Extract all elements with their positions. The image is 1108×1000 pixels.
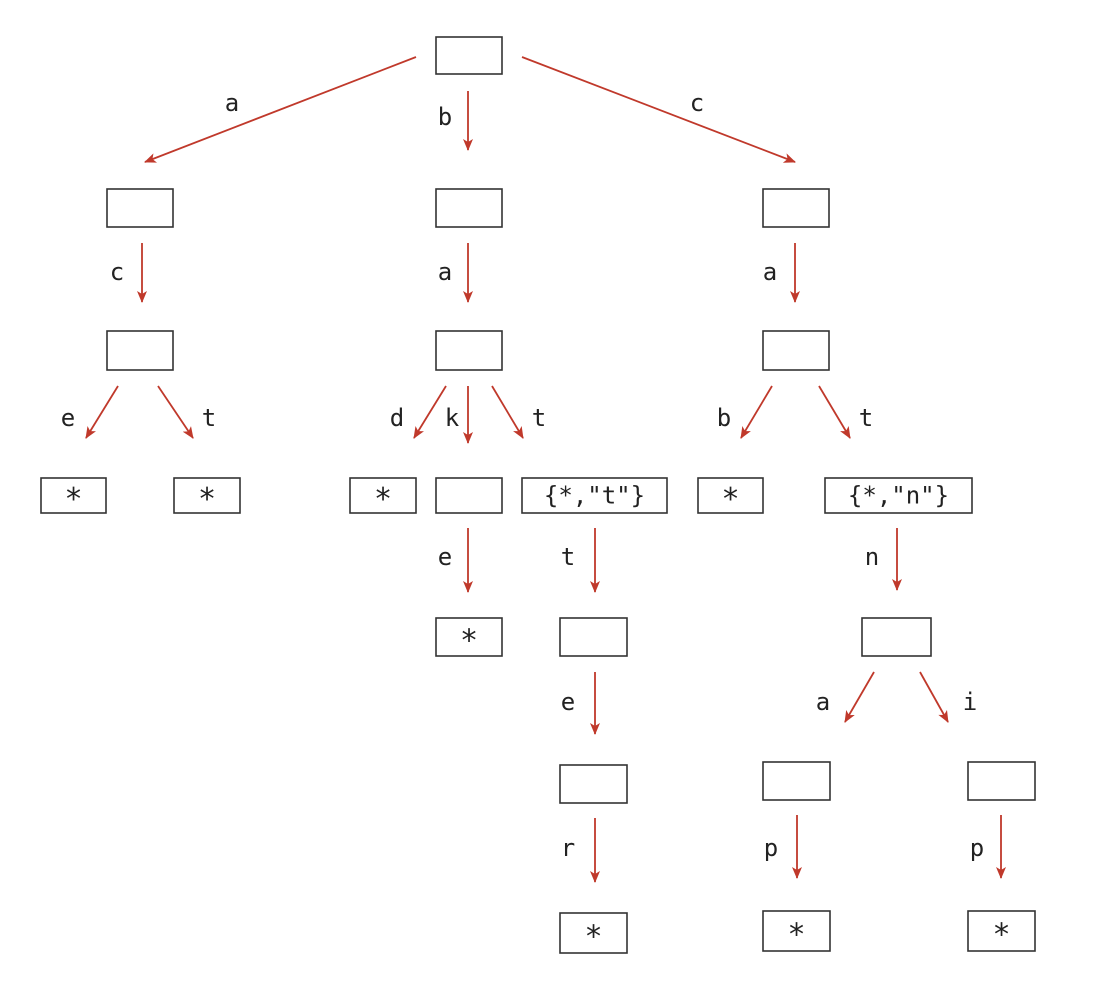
trie-node-batte	[559, 764, 628, 804]
trie-node-act: *	[173, 477, 241, 517]
edge-label-ca-cab: b	[717, 404, 731, 432]
edge-arrow-catn-catni	[919, 671, 949, 723]
edge-arrow-ca-cat	[818, 385, 851, 439]
node-label-catnap: *	[787, 918, 805, 953]
edge-label-c-ca: a	[763, 258, 777, 286]
trie-node-a	[106, 188, 174, 228]
node-box-ac	[106, 330, 174, 371]
node-box-c	[762, 188, 830, 228]
trie-node-ca	[762, 330, 830, 371]
edge-label-batte-batter: r	[561, 834, 575, 862]
node-box-bak	[435, 477, 503, 514]
edge-arrow-root-c	[521, 56, 796, 163]
node-box-catnap	[762, 910, 831, 952]
node-box-batter	[559, 912, 628, 954]
edge-label-bat-batt: t	[561, 543, 575, 571]
trie-node-catni	[967, 761, 1036, 801]
edge-label-root-b: b	[438, 103, 452, 131]
node-label-ace: *	[64, 482, 82, 517]
trie-node-root	[435, 36, 503, 75]
edge-arrow-ba-bat	[491, 385, 524, 439]
trie-node-ace: *	[40, 477, 107, 517]
node-box-b	[435, 188, 503, 228]
edge-arrow-ca-cab	[740, 385, 773, 439]
edge-arrow-root-a	[144, 56, 417, 163]
node-box-cab	[697, 477, 764, 514]
trie-node-cab: *	[697, 477, 764, 517]
node-label-bat: {*,"t"}	[544, 482, 645, 510]
edge-label-catn-catna: a	[816, 688, 830, 716]
node-box-ca	[762, 330, 830, 371]
node-label-bake: *	[460, 624, 478, 659]
edge-label-cat-catn: n	[865, 543, 879, 571]
node-box-bad	[349, 477, 417, 514]
trie-node-c	[762, 188, 830, 228]
node-box-catni	[967, 761, 1036, 801]
edge-label-ba-bad: d	[390, 404, 404, 432]
edge-label-ac-act: t	[202, 404, 216, 432]
edge-label-root-c: c	[690, 89, 704, 117]
edge-label-batt-batte: e	[561, 688, 575, 716]
trie-node-bak	[435, 477, 503, 514]
node-label-cat: {*,"n"}	[848, 482, 949, 510]
edge-label-catn-catni: i	[963, 688, 977, 716]
edge-label-ba-bat: t	[532, 404, 546, 432]
node-box-ba	[435, 330, 503, 371]
edge-label-b-ba: a	[438, 258, 452, 286]
edge-label-root-a: a	[225, 89, 239, 117]
node-box-ace	[40, 477, 107, 514]
edge-arrow-ba-bad	[413, 385, 447, 439]
node-box-catnip	[967, 910, 1036, 952]
edge-label-bak-bake: e	[438, 543, 452, 571]
node-label-catnip: *	[992, 918, 1010, 953]
trie-node-batt	[559, 617, 628, 657]
trie-node-catnap: *	[762, 910, 831, 953]
edge-label-catna-catnap: p	[764, 834, 778, 862]
node-box-catn	[861, 617, 932, 657]
edge-label-catni-catnip: p	[970, 834, 984, 862]
edge-arrow-ac-ace	[85, 385, 119, 439]
edge-label-ac-ace: e	[61, 404, 75, 432]
trie-node-b	[435, 188, 503, 228]
node-box-bat	[521, 477, 668, 514]
edge-label-a-ac: c	[110, 258, 124, 286]
trie-node-catn	[861, 617, 932, 657]
trie-node-catna	[762, 761, 831, 801]
node-box-batte	[559, 764, 628, 804]
node-box-batt	[559, 617, 628, 657]
edge-arrow-catn-catna	[844, 671, 875, 723]
trie-node-ba	[435, 330, 503, 371]
trie-node-batter: *	[559, 912, 628, 955]
node-label-bad: *	[374, 482, 392, 517]
trie-node-cat: {*,"n"}	[824, 477, 973, 514]
trie-node-ac	[106, 330, 174, 371]
trie-node-bake: *	[435, 617, 503, 659]
node-box-root	[435, 36, 503, 75]
node-box-cat	[824, 477, 973, 514]
edge-label-ba-bak: k	[445, 404, 460, 432]
node-box-catna	[762, 761, 831, 801]
node-label-act: *	[198, 482, 216, 517]
node-box-act	[173, 477, 241, 514]
trie-node-bad: *	[349, 477, 417, 517]
node-label-cab: *	[721, 482, 739, 517]
node-label-batter: *	[584, 920, 602, 955]
edge-arrow-ac-act	[157, 385, 194, 439]
trie-node-catnip: *	[967, 910, 1036, 953]
trie-node-bat: {*,"t"}	[521, 477, 668, 514]
edge-label-ca-cat: t	[859, 404, 873, 432]
node-box-bake	[435, 617, 503, 657]
node-box-a	[106, 188, 174, 228]
